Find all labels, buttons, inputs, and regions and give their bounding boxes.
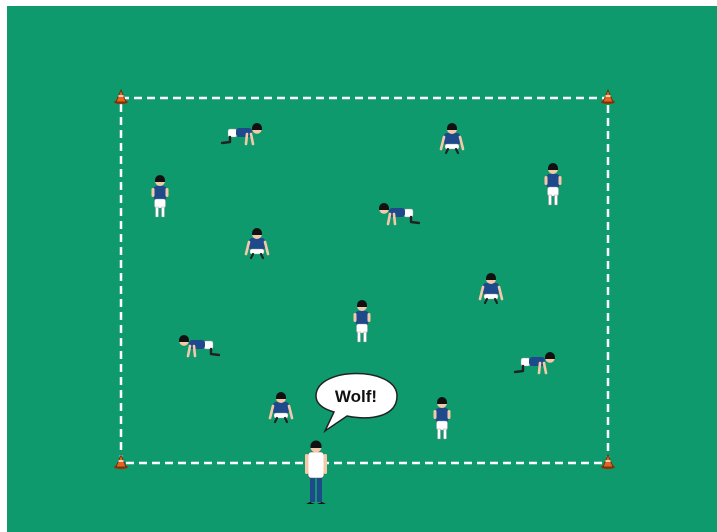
- pitch-background: [7, 6, 717, 532]
- speech-text: Wolf!: [335, 387, 377, 406]
- training-field-diagram: Wolf!: [7, 6, 717, 532]
